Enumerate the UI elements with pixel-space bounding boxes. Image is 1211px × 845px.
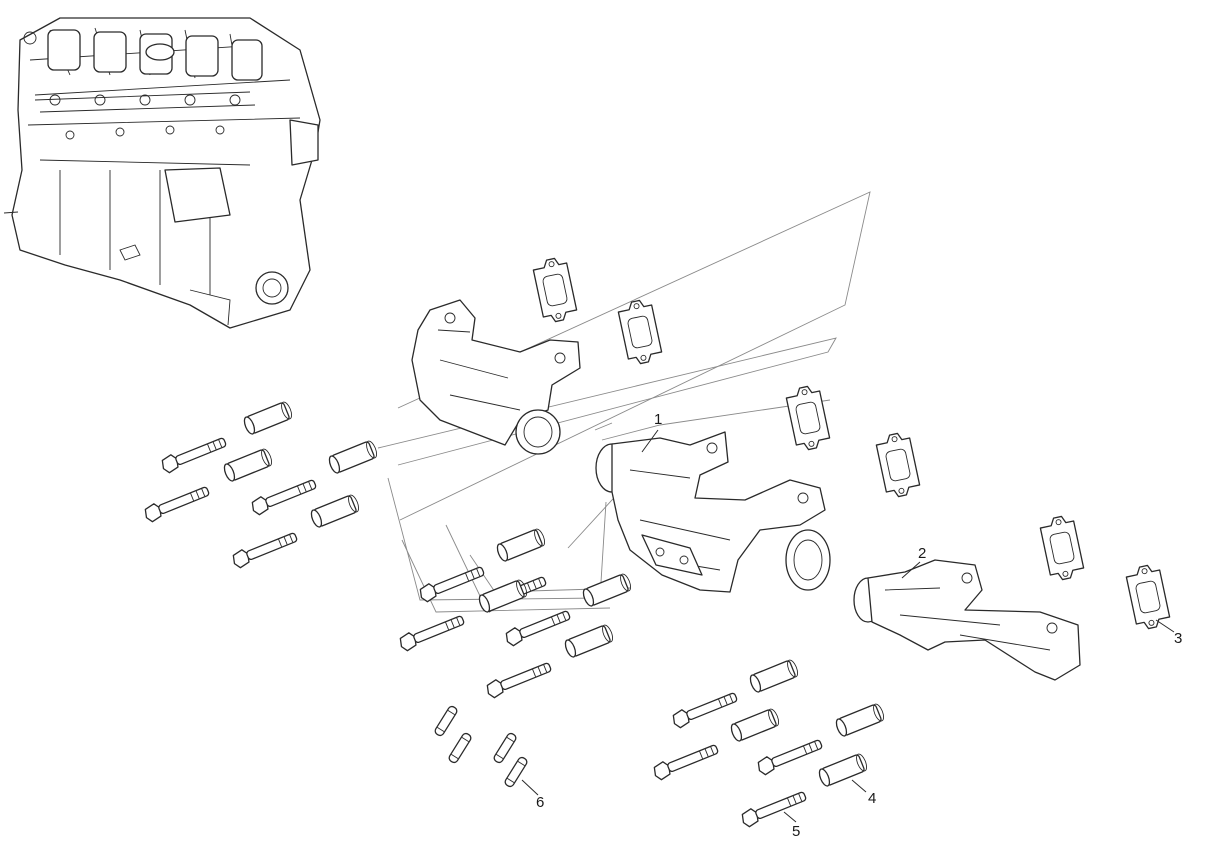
dowel-pin [493, 732, 517, 764]
bolt [251, 479, 317, 516]
callout-3: 3 [1174, 630, 1182, 647]
bolt [486, 662, 552, 699]
callout-2: 2 [918, 545, 926, 562]
spacer [835, 703, 885, 737]
gasket [1039, 515, 1085, 581]
gasket [785, 385, 831, 451]
manifold-section-left [411, 299, 581, 455]
spacer [223, 448, 273, 482]
bolt [741, 791, 807, 828]
spacer [328, 440, 378, 474]
gasket [532, 257, 578, 323]
spacer [730, 708, 780, 742]
dowel-pin [434, 705, 458, 737]
gasket [617, 299, 663, 365]
bolt [144, 486, 210, 523]
manifold-section-center [595, 431, 831, 593]
bolt-group [144, 437, 823, 828]
callout-4: 4 [868, 790, 876, 807]
gasket [875, 432, 921, 498]
spacer [496, 528, 546, 562]
manifold-section-right [853, 559, 1081, 681]
dowel-pin [504, 756, 528, 788]
dowel-pin [448, 732, 472, 764]
spacer [818, 753, 868, 787]
spacer [310, 494, 360, 528]
bolt [161, 437, 227, 474]
bolt [672, 692, 738, 729]
bolt [419, 566, 485, 603]
spacer [478, 579, 528, 613]
spacer [582, 573, 632, 607]
bolt [505, 610, 571, 647]
callout-6: 6 [536, 794, 544, 811]
gasket-group [532, 257, 1171, 630]
bolt [232, 532, 298, 569]
bolt [399, 615, 465, 652]
bolt [757, 739, 823, 776]
engine-block [3, 17, 321, 329]
gasket [1125, 564, 1171, 630]
spacer-group [223, 401, 885, 787]
dowel-pin-group [434, 705, 528, 788]
spacer [243, 401, 293, 435]
bolt [653, 744, 719, 781]
callout-5: 5 [792, 823, 800, 840]
spacer [564, 624, 614, 658]
callout-labels: 1 2 3 4 5 6 [536, 411, 1182, 840]
callout-leaders [521, 429, 1175, 823]
spacer [749, 659, 799, 693]
callout-1: 1 [654, 411, 662, 428]
